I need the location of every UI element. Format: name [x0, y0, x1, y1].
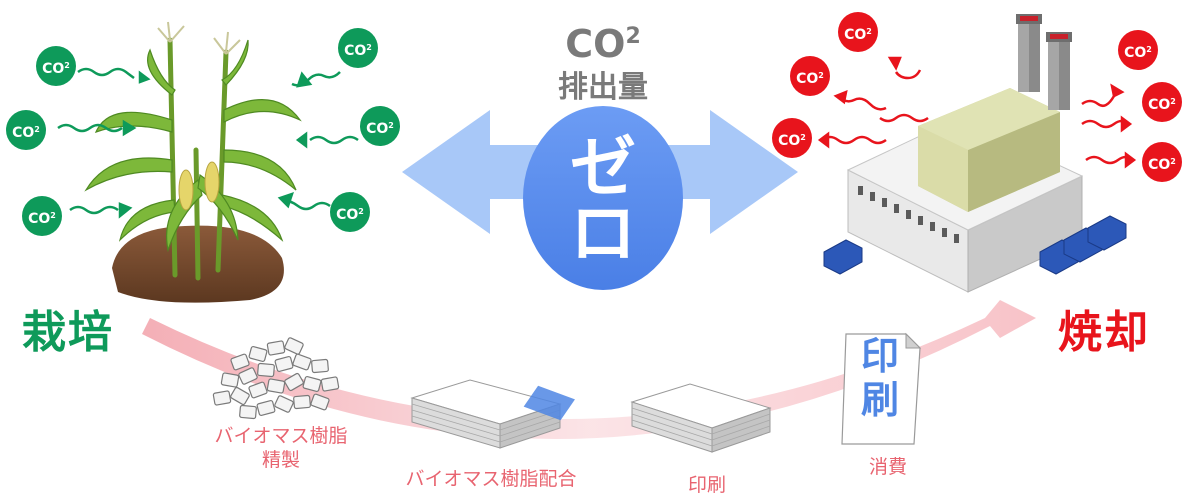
printed-sheet	[841, 332, 922, 445]
printed-mark: 印刷	[860, 334, 899, 422]
step-resin-refining: バイオマス樹脂 精製	[214, 425, 348, 471]
co2-badge-green: CO2	[338, 28, 378, 68]
truck-icons	[823, 215, 1127, 275]
incineration-label: 焼却	[1058, 307, 1150, 358]
corn-plant-illustration	[84, 21, 302, 303]
factory-illustration	[846, 14, 1084, 293]
co2-badge-red: CO2	[838, 12, 878, 52]
cultivation-label: 栽培	[22, 307, 114, 358]
co2-badge-green: CO2	[6, 110, 46, 150]
co2-badge-red: CO2	[1142, 142, 1182, 182]
co2-badge-red: CO2	[790, 56, 830, 96]
co2-badge-green: CO2	[36, 46, 76, 86]
co2-badge-red: CO2	[772, 118, 812, 158]
co2-badge-green: CO2	[22, 196, 62, 236]
zero-label: ゼロ	[570, 129, 636, 272]
co2-badge-green: CO2	[330, 192, 370, 232]
co2-badge-red: CO2	[1142, 82, 1182, 122]
resin-pellets	[212, 337, 340, 420]
step-resin-blending: バイオマス樹脂配合	[405, 468, 577, 490]
cycle-arc	[142, 300, 1036, 440]
co2-badge-green: CO2	[360, 106, 400, 146]
emission-label: 排出量	[558, 70, 648, 105]
co2-absorb-arrows	[57, 67, 359, 219]
co2-heading: CO2	[565, 22, 641, 66]
step-printing: 印刷	[687, 474, 726, 496]
co2-badge-red: CO2	[1118, 30, 1158, 70]
co2-emit-arrows	[817, 56, 1137, 169]
printed-paper-stack	[523, 383, 772, 453]
step-consumption: 消費	[868, 456, 907, 478]
zero-oval	[523, 106, 683, 290]
